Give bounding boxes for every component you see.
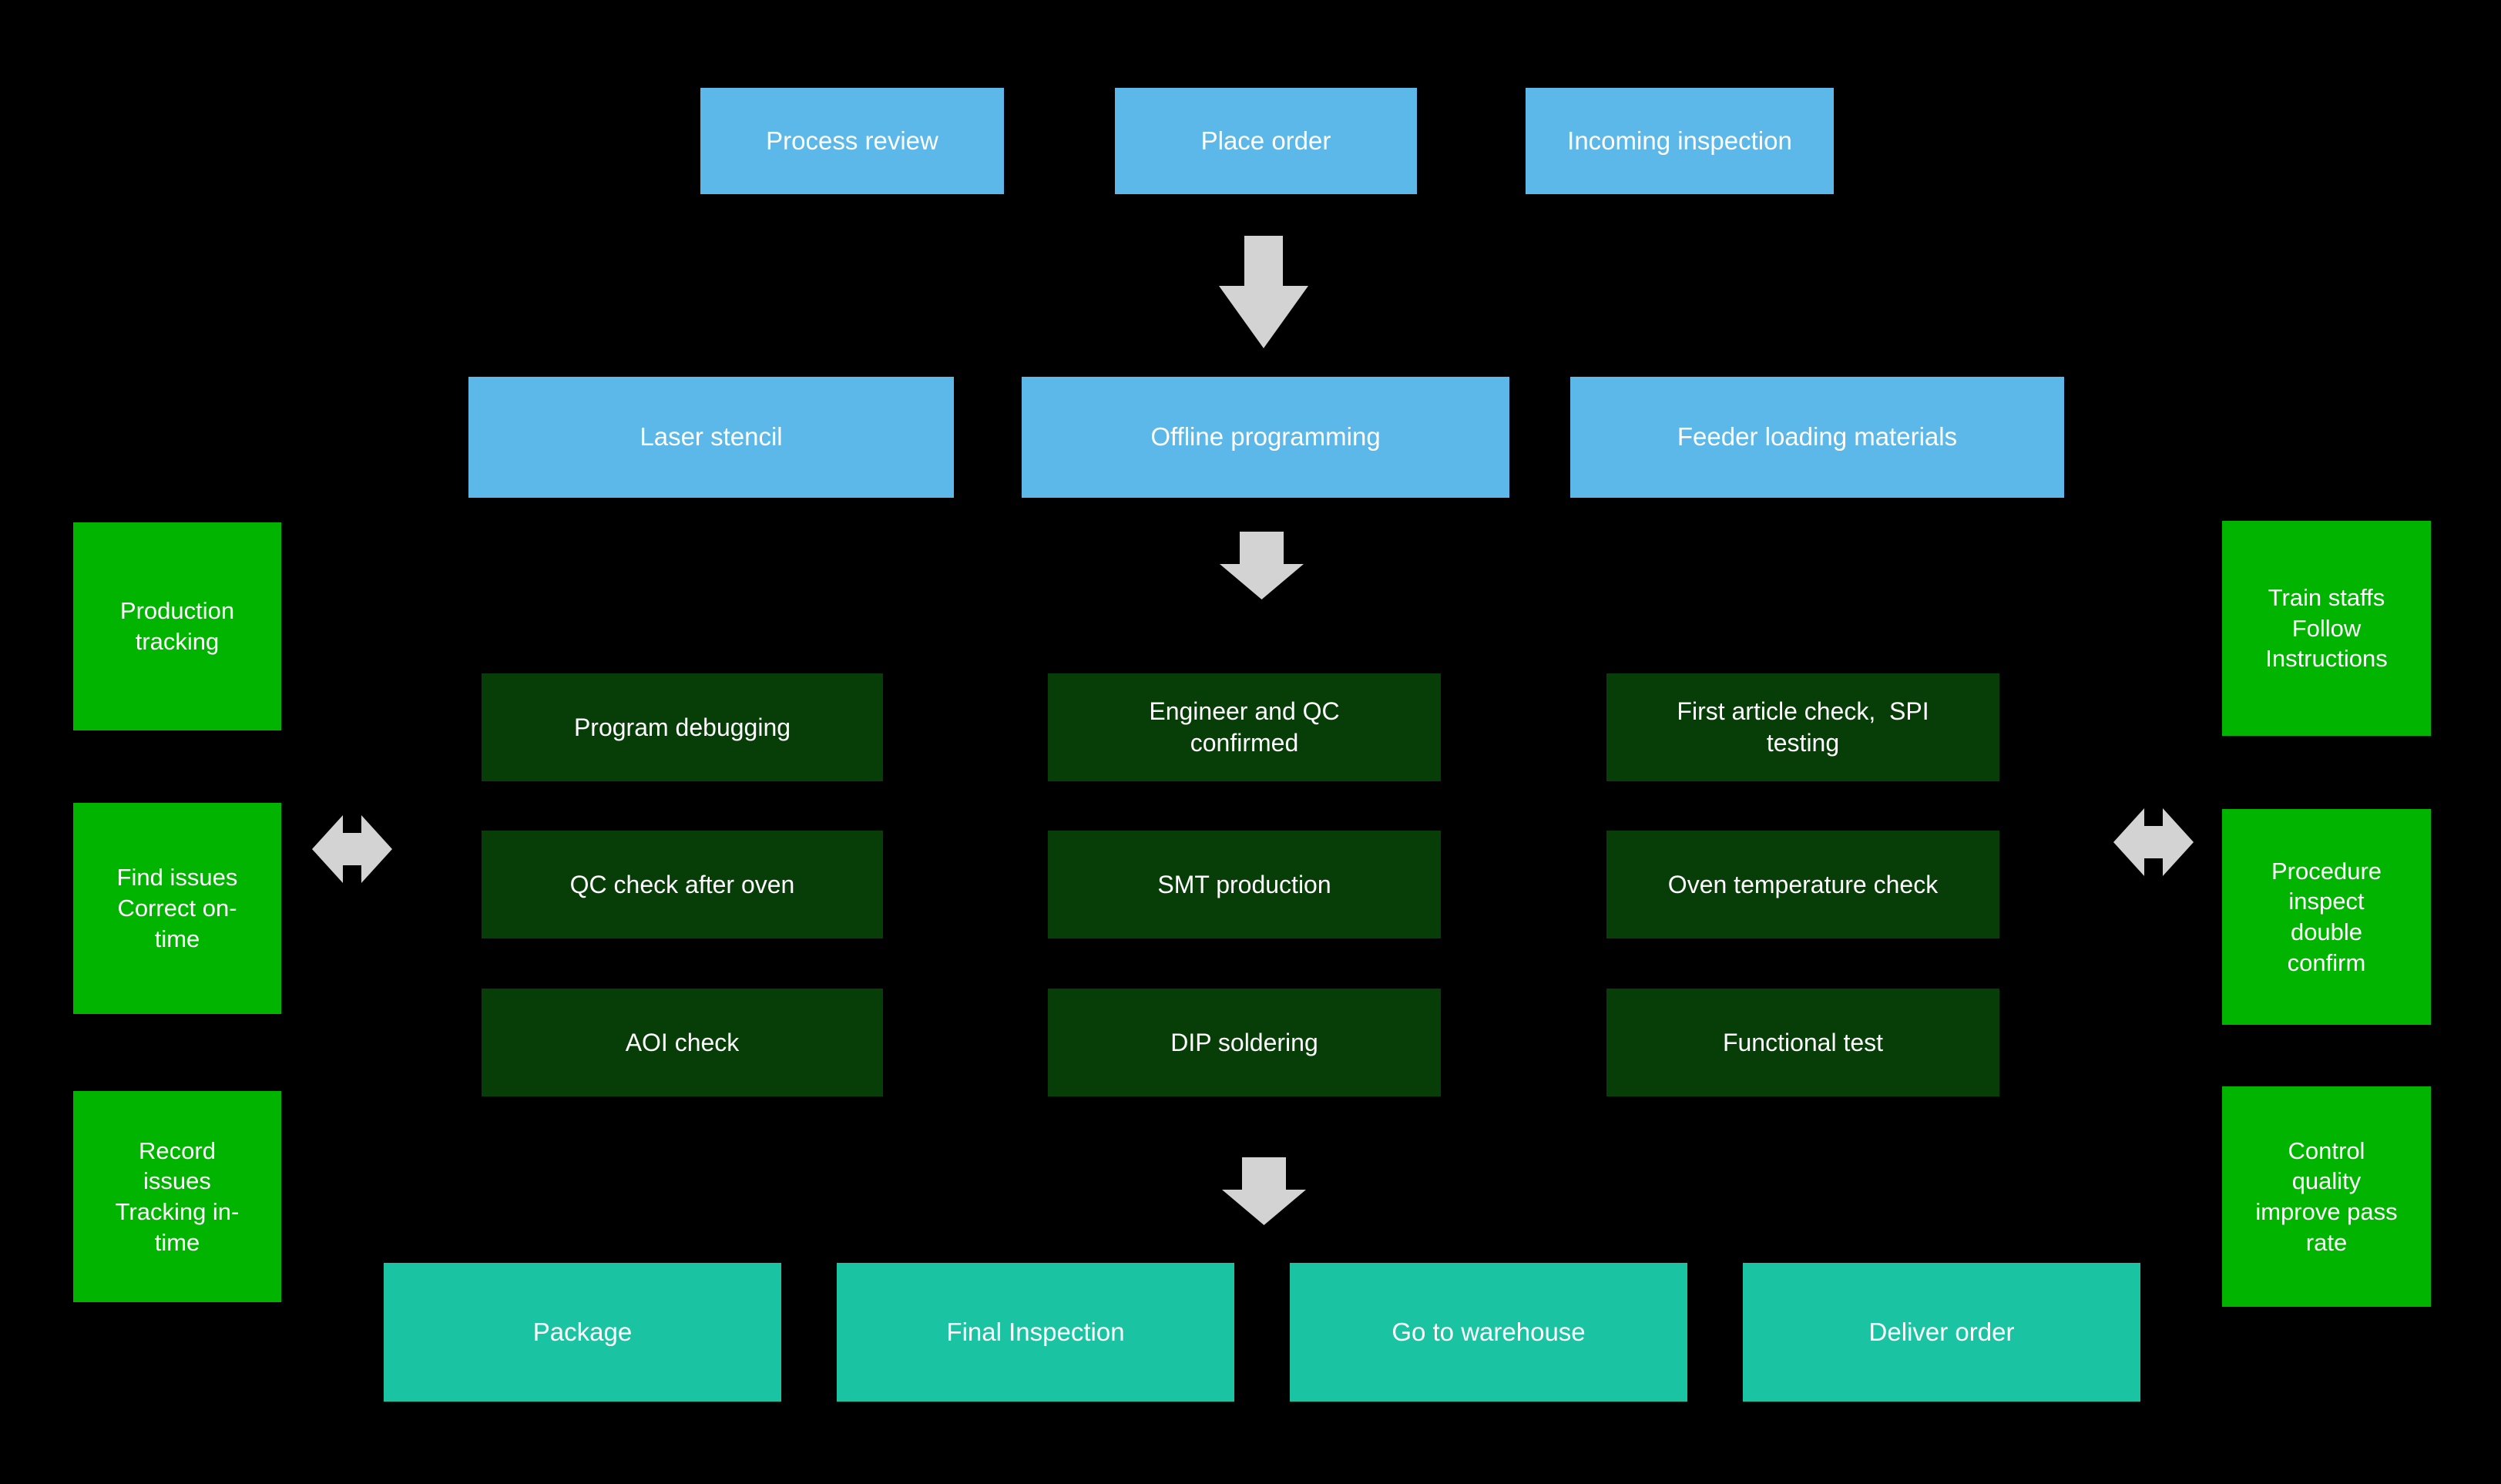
laser-stencil-box: Laser stencil xyxy=(468,377,954,498)
production-tracking-label: Production tracking xyxy=(119,597,235,655)
deliver-order-label: Deliver order xyxy=(1868,1317,2015,1346)
find-issues-box: Find issues Correct on- time xyxy=(73,803,281,1014)
incoming-inspection-label: Incoming inspection xyxy=(1567,126,1792,155)
train-staffs-box: Train staffs Follow Instructions xyxy=(2222,521,2431,736)
dip-soldering-label: DIP soldering xyxy=(1170,1028,1318,1056)
deliver-order-box: Deliver order xyxy=(1743,1263,2140,1402)
train-staffs-label: Train staffs Follow Instructions xyxy=(2265,583,2388,673)
first-article-check-label: First article check, SPI testing xyxy=(1677,697,1929,757)
offline-programming-box: Offline programming xyxy=(1022,377,1509,498)
feeder-loading-materials-box: Feeder loading materials xyxy=(1570,377,2064,498)
incoming-inspection-box: Incoming inspection xyxy=(1526,88,1834,194)
qc-check-after-oven-box: QC check after oven xyxy=(482,831,883,938)
smt-production-box: SMT production xyxy=(1048,831,1441,938)
program-debugging-label: Program debugging xyxy=(573,713,791,741)
left-right-arrow-icon xyxy=(2113,808,2194,876)
process-review-box: Process review xyxy=(700,88,1004,194)
record-issues-label: Record issues Tracking in- time xyxy=(115,1137,240,1256)
left-right-arrow-icon xyxy=(312,815,392,883)
final-inspection-box: Final Inspection xyxy=(837,1263,1234,1402)
functional-test-box: Functional test xyxy=(1606,989,1999,1096)
aoi-check-box: AOI check xyxy=(482,989,883,1096)
record-issues-box: Record issues Tracking in- time xyxy=(73,1091,281,1302)
first-article-check-box: First article check, SPI testing xyxy=(1606,673,1999,781)
down-arrow-icon xyxy=(1220,532,1304,599)
oven-temperature-check-box: Oven temperature check xyxy=(1606,831,1999,938)
package-label: Package xyxy=(532,1317,633,1346)
feeder-loading-materials-label: Feeder loading materials xyxy=(1677,422,1958,452)
qc-check-after-oven-label: QC check after oven xyxy=(569,870,795,898)
functional-test-label: Functional test xyxy=(1722,1028,1884,1056)
down-arrow-icon xyxy=(1222,1157,1306,1225)
procedure-inspect-label: Procedure inspect double confirm xyxy=(2271,857,2382,976)
production-tracking-box: Production tracking xyxy=(73,522,281,730)
package-box: Package xyxy=(384,1263,781,1402)
program-debugging-box: Program debugging xyxy=(482,673,883,781)
final-inspection-label: Final Inspection xyxy=(946,1317,1125,1346)
place-order-box: Place order xyxy=(1115,88,1417,194)
oven-temperature-check-label: Oven temperature check xyxy=(1667,870,1939,898)
laser-stencil-label: Laser stencil xyxy=(640,422,783,452)
dip-soldering-box: DIP soldering xyxy=(1048,989,1441,1096)
control-quality-label: Control quality improve pass rate xyxy=(2255,1137,2398,1256)
process-review-label: Process review xyxy=(766,126,938,155)
offline-programming-label: Offline programming xyxy=(1150,422,1381,452)
down-arrow-icon xyxy=(1219,236,1308,348)
go-to-warehouse-label: Go to warehouse xyxy=(1391,1317,1586,1346)
find-issues-label: Find issues Correct on- time xyxy=(116,864,238,952)
control-quality-box: Control quality improve pass rate xyxy=(2222,1086,2431,1307)
place-order-label: Place order xyxy=(1200,126,1331,155)
engineer-qc-confirmed-box: Engineer and QC confirmed xyxy=(1048,673,1441,781)
smt-production-label: SMT production xyxy=(1157,870,1331,898)
procedure-inspect-box: Procedure inspect double confirm xyxy=(2222,809,2431,1025)
go-to-warehouse-box: Go to warehouse xyxy=(1290,1263,1687,1402)
aoi-check-label: AOI check xyxy=(625,1028,740,1056)
engineer-qc-confirmed-label: Engineer and QC confirmed xyxy=(1149,697,1340,757)
